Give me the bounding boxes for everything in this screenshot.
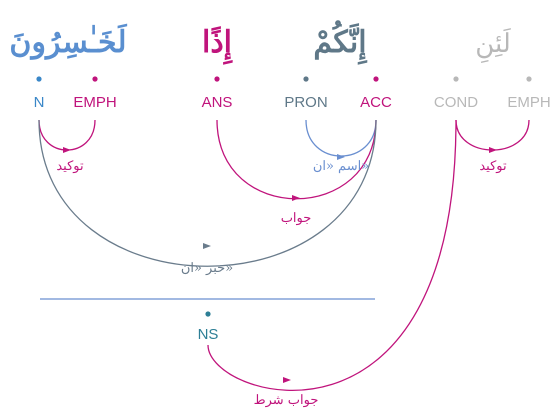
dot-acc: [373, 76, 379, 82]
word-idhan: إِذًا: [202, 25, 233, 65]
label-khabar-inna: خبر «ان»: [181, 261, 233, 276]
arrowhead-khabar-inna: [203, 243, 211, 249]
arc-ism-inna: [305, 119, 377, 157]
tag-emph-2: EMPH: [507, 94, 550, 111]
tag-acc: ACC: [360, 94, 392, 111]
arrowhead-tawkid-1: [63, 147, 71, 153]
dot-emph-1: [92, 76, 98, 82]
tag-n: N: [34, 94, 45, 111]
dot-n: [36, 76, 42, 82]
word-innakum: إِنَّكُمْ: [313, 20, 368, 65]
arrowhead-jawab: [292, 195, 300, 201]
label-jawab-shart: جواب شرط: [254, 393, 319, 408]
label-tawkid-1: توكيد: [56, 159, 84, 174]
tag-pron: PRON: [284, 94, 327, 111]
tag-ns: NS: [198, 326, 219, 343]
dot-ns: [205, 311, 211, 317]
arc-tawkid-1: [38, 119, 96, 151]
word-lain: لَئِنِ: [475, 27, 511, 63]
dot-emph-2: [526, 76, 532, 82]
arc-khabar-inna: [38, 119, 377, 267]
label-tawkid-2: توكيد: [479, 159, 507, 174]
label-jawab: جواب: [281, 211, 312, 226]
word-lakhasirun: لَخَـٰسِرُونَ: [9, 23, 127, 60]
tag-ans: ANS: [202, 94, 233, 111]
tag-emph-1: EMPH: [73, 94, 116, 111]
dot-ans: [214, 76, 220, 82]
arc-tawkid-2: [455, 119, 530, 151]
label-ism-inna: اسم «ان»: [313, 159, 369, 174]
dot-pron: [303, 76, 309, 82]
arrowhead-ism-inna: [337, 154, 345, 160]
arrowhead-jawab-shart: [283, 377, 291, 383]
arc-jawab-shart: [207, 119, 457, 392]
tag-cond: COND: [434, 94, 478, 111]
arrowhead-tawkid-2: [489, 147, 497, 153]
dot-cond: [453, 76, 459, 82]
